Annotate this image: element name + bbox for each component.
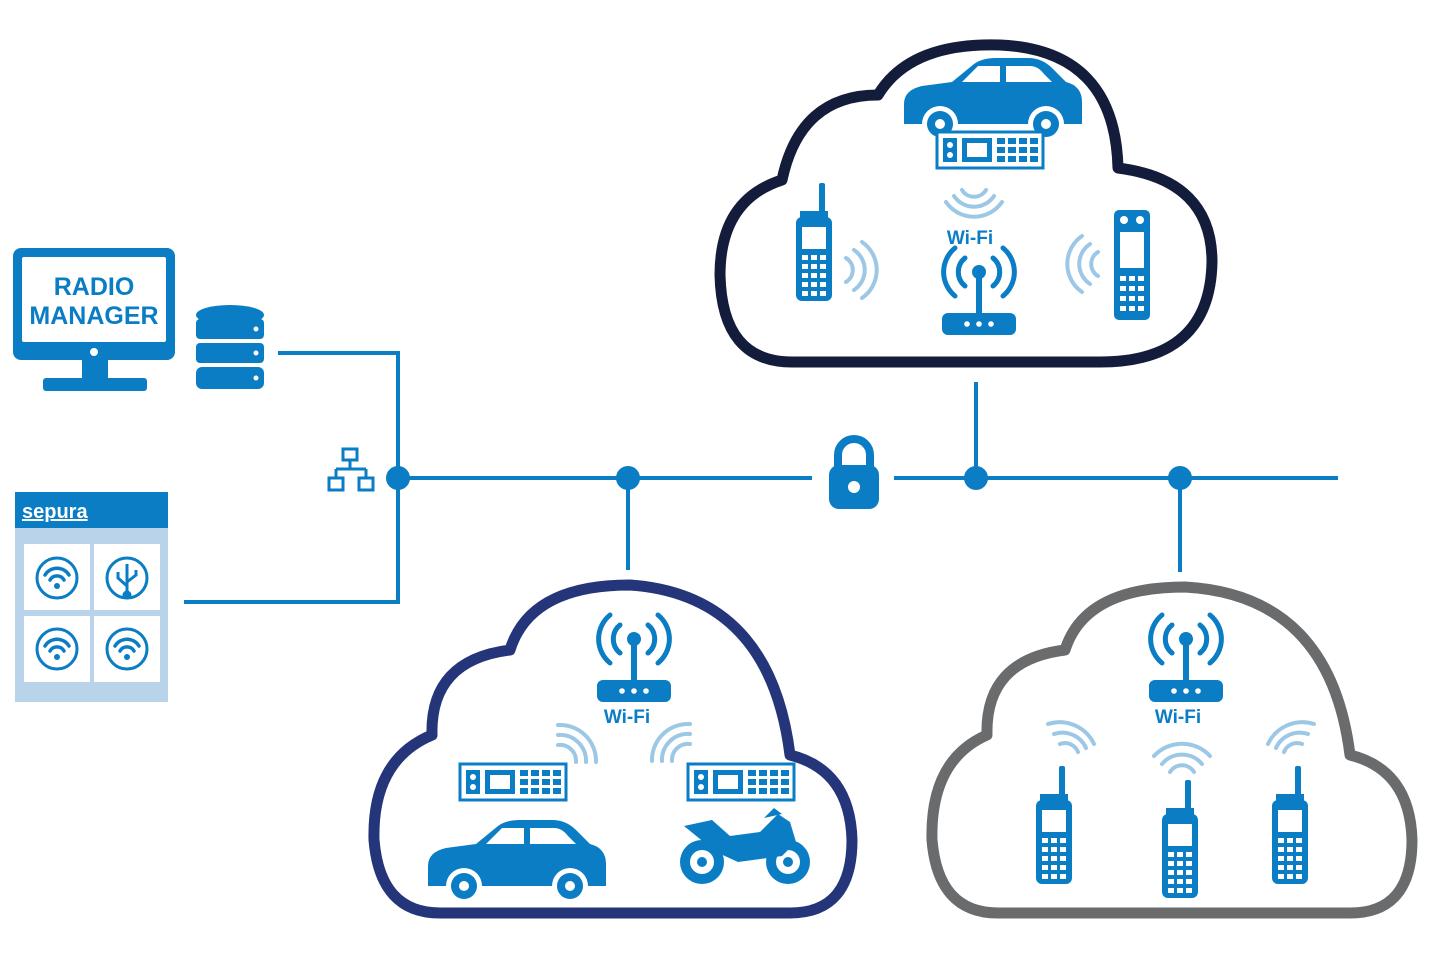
usb-icon [105, 556, 149, 600]
mobile-radio-icon [935, 130, 1045, 170]
network-links [184, 351, 1338, 604]
network-icon [327, 447, 375, 492]
lock-icon [829, 435, 879, 509]
mobile-radio-icon [686, 762, 796, 802]
wifi-signal-icon [35, 627, 79, 671]
link-nodes [386, 466, 1192, 490]
motorcycle-icon [680, 808, 810, 884]
wifi-label-top: Wi-Fi [947, 228, 993, 249]
database-icon [196, 305, 264, 389]
wifi-signal-icon [1065, 234, 1100, 294]
brand-logo: sepura [22, 501, 88, 523]
wifi-signal-icon [844, 240, 879, 300]
radio-manager-monitor [13, 248, 175, 391]
wifi-signal-icon [1046, 720, 1096, 754]
wifi-signal-icon [944, 188, 1004, 219]
wifi-signal-icon [35, 556, 79, 600]
monitor-label-line1: RADIO [54, 273, 135, 301]
wifi-signal-icon [1266, 720, 1316, 754]
handheld-radio-icon [1114, 210, 1150, 320]
wifi-signal-icon [1152, 741, 1212, 774]
monitor-label-line2: MANAGER [29, 302, 158, 330]
wifi-signal-icon [105, 627, 149, 671]
wifi-signal-icon [556, 722, 599, 764]
wifi-signal-icon [649, 721, 692, 763]
sepura-app-panel [15, 492, 168, 702]
wifi-label-bottom-right: Wi-Fi [1155, 707, 1201, 728]
wifi-label-bottom-left: Wi-Fi [604, 707, 650, 728]
mobile-radio-icon [458, 762, 568, 802]
